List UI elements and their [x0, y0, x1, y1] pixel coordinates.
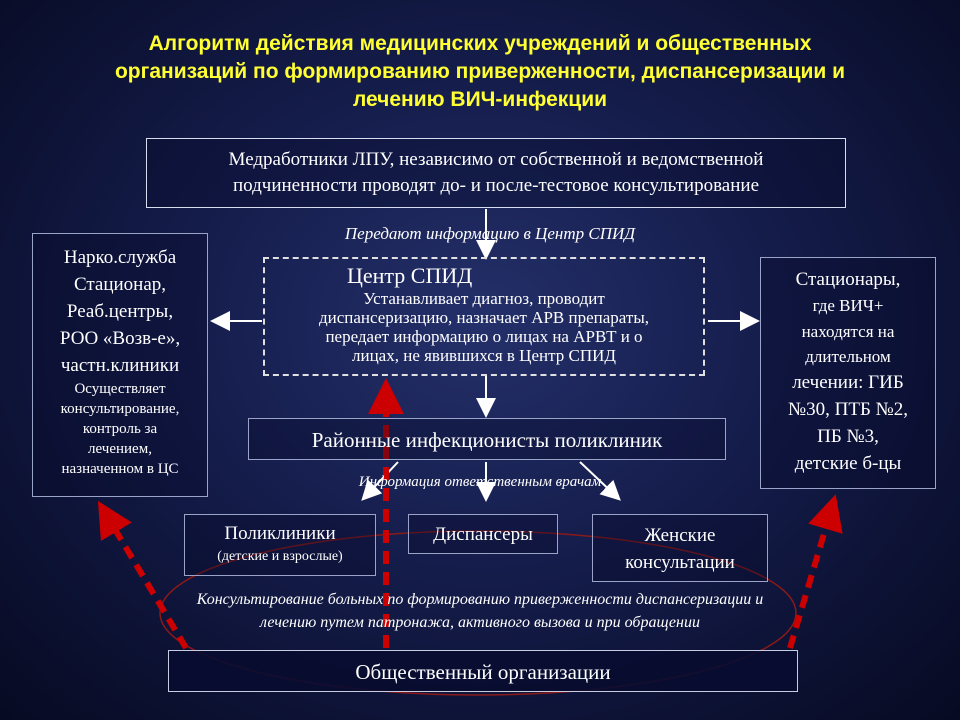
hospitals-line: лечении: ГИБ — [792, 372, 904, 393]
medical-workers-line: подчиненности проводят до- и после-тесто… — [232, 175, 760, 196]
narco-sub-line: контроль за — [82, 421, 158, 437]
consultation-line: Консультирование больных по формированию… — [196, 591, 764, 608]
womens-line: Женские — [644, 525, 716, 546]
hospitals-line: ПБ №3, — [817, 426, 879, 447]
dispensaries-box: Диспансеры — [408, 514, 558, 554]
narco-main-line: частн.клиники — [60, 355, 180, 376]
dashed-arrow-to-right-box — [787, 494, 843, 649]
aids-center-box: Центр СПИД Устанавливает диагноз, провод… — [263, 257, 705, 376]
medical-workers-line: Медработники ЛПУ, независимо от собствен… — [228, 149, 764, 170]
hospitals-line: детские б-цы — [794, 453, 902, 474]
title-line: организаций по формированию приверженнос… — [114, 60, 846, 83]
narco-main-line: Нарко.служба — [63, 247, 177, 268]
dashed-arrow-to-left-box — [97, 500, 189, 650]
narco-main-line: РОО «Возв-е», — [59, 328, 181, 349]
narco-services-box: Нарко.служба Стационар, Реаб.центры, РОО… — [32, 233, 208, 497]
aids-center-line: диспансеризацию, назначает АРВ препараты… — [318, 308, 650, 327]
polyclinics-box: Поликлиники (детские и взрослые) — [184, 514, 376, 576]
narco-main-line: Стационар, — [73, 274, 167, 295]
public-organizations-label: Общественный организации — [355, 660, 611, 684]
public-organizations-box: Общественный организации — [168, 650, 798, 692]
transfer-info-label: Передают информацию в Центр СПИД — [344, 224, 636, 243]
dispensaries-label: Диспансеры — [433, 524, 533, 545]
consultation-text: Консультирование больных по формированию… — [40, 588, 920, 634]
title-line: лечению ВИЧ-инфекции — [352, 88, 608, 111]
title-line: Алгоритм действия медицинских учреждений… — [148, 32, 812, 55]
polyclinics-subtitle: (детские и взрослые) — [217, 549, 343, 564]
consulting-ellipse — [159, 530, 797, 696]
consultation-line: лечению путем патронажа, активного вызов… — [260, 614, 700, 631]
narco-sub-line: назначенном в ЦС — [61, 461, 179, 477]
doctors-info-label: Информация ответственным врачам — [358, 474, 602, 490]
hospitals-line: №30, ПТБ №2, — [788, 399, 908, 420]
polyclinics-title: Поликлиники — [224, 523, 336, 544]
hospitals-line: где ВИЧ+ — [812, 296, 884, 315]
medical-workers-box: Медработники ЛПУ, независимо от собствен… — [146, 138, 846, 208]
womens-consultations-box: Женские консультации — [592, 514, 768, 582]
aids-center-line: передает информацию о лицах на АРВТ и о — [325, 327, 643, 346]
arrow-district-to-clinics — [361, 461, 399, 501]
narco-sub-line: лечением, — [88, 441, 152, 457]
aids-center-heading: Центр СПИД — [347, 263, 473, 288]
aids-center-line: Устанавливает диагноз, проводит — [363, 289, 605, 308]
hospitals-line: Стационары, — [795, 269, 901, 290]
womens-line: консультации — [625, 552, 735, 573]
hospitals-line: длительном — [805, 347, 891, 366]
slide-title: Алгоритм действия медицинских учреждений… — [40, 30, 920, 114]
narco-sub-line: консультирование, — [60, 401, 180, 417]
district-infectionists-label: Районные инфекционисты поликлиник — [311, 428, 663, 452]
hospitals-line: находятся на — [801, 322, 895, 341]
arrow-district-to-womens — [579, 461, 621, 501]
district-infectionists-box: Районные инфекционисты поликлиник — [248, 418, 726, 460]
narco-sub-line: Осуществляет — [74, 381, 166, 397]
hospitals-box: Стационары, где ВИЧ+ находятся на длител… — [760, 257, 936, 489]
aids-center-line: лицах, не явившихся в Центр СПИД — [352, 346, 616, 365]
narco-main-line: Реаб.центры, — [66, 301, 174, 322]
